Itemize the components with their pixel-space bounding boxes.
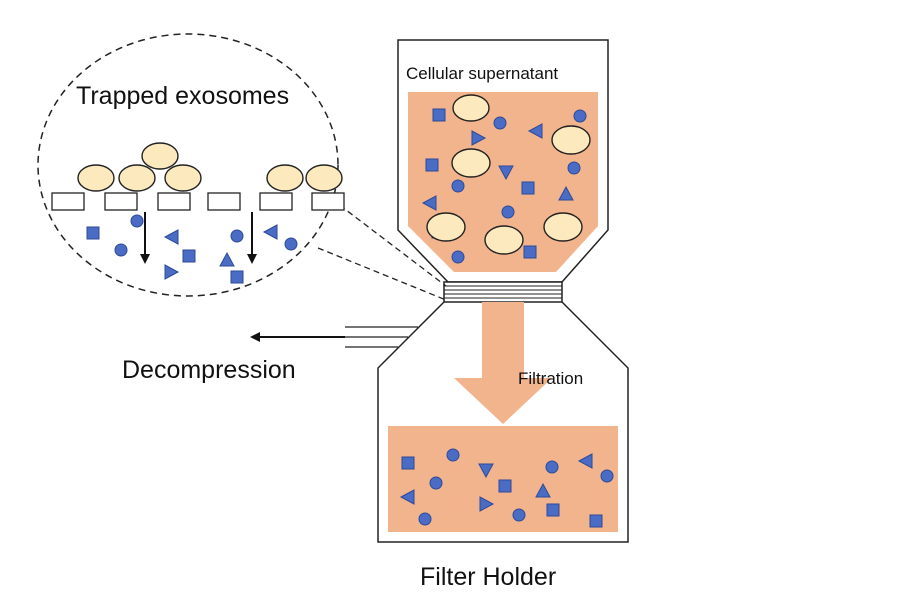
- blue-triangle-particle-icon: [471, 130, 487, 146]
- blue-triangle-particle-icon: [219, 251, 235, 267]
- blue-square-particle-icon: [425, 158, 439, 172]
- blue-square-particle-icon: [546, 503, 560, 517]
- blue-triangle-particle-icon: [577, 453, 593, 469]
- exosome-ellipse-icon: [426, 212, 466, 242]
- blue-circle-particle-icon: [501, 205, 515, 219]
- exosome-ellipse-icon: [118, 164, 156, 192]
- exosomes-layer: [77, 94, 591, 255]
- blue-circle-particle-icon: [429, 476, 443, 490]
- particles-layer: [86, 108, 614, 528]
- blue-circle-particle-icon: [600, 469, 614, 483]
- blue-circle-particle-icon: [230, 229, 244, 243]
- blue-circle-particle-icon: [451, 250, 465, 264]
- blue-square-particle-icon: [432, 108, 446, 122]
- blue-triangle-particle-icon: [421, 195, 437, 211]
- blue-square-particle-icon: [523, 245, 537, 259]
- blue-circle-particle-icon: [512, 508, 526, 522]
- blue-square-particle-icon: [401, 456, 415, 470]
- blue-triangle-particle-icon: [164, 264, 180, 280]
- blue-circle-particle-icon: [573, 109, 587, 123]
- blue-triangle-particle-icon: [527, 123, 543, 139]
- blue-triangle-particle-icon: [399, 489, 415, 505]
- decompression-label: Decompression: [122, 356, 296, 384]
- blue-triangle-particle-icon: [262, 224, 278, 240]
- blue-circle-particle-icon: [130, 214, 144, 228]
- exosome-ellipse-icon: [452, 94, 490, 122]
- blue-square-particle-icon: [498, 479, 512, 493]
- blue-square-particle-icon: [86, 226, 100, 240]
- blue-circle-particle-icon: [114, 243, 128, 257]
- exosome-ellipse-icon: [484, 225, 524, 255]
- filter-membrane: [443, 281, 563, 303]
- blue-circle-particle-icon: [418, 512, 432, 526]
- blue-square-particle-icon: [589, 514, 603, 528]
- membrane-pores: [51, 192, 345, 211]
- blue-square-particle-icon: [230, 270, 244, 284]
- trapped-exosomes-label: Trapped exosomes: [76, 82, 289, 110]
- blue-triangle-particle-icon: [479, 496, 495, 512]
- exosome-ellipse-icon: [141, 142, 179, 170]
- blue-triangle-particle-icon: [498, 165, 514, 181]
- filter-holder-label: Filter Holder: [420, 563, 556, 591]
- blue-triangle-particle-icon: [478, 463, 494, 479]
- exosome-ellipse-icon: [266, 164, 304, 192]
- blue-circle-particle-icon: [446, 448, 460, 462]
- exosome-ellipse-icon: [543, 212, 583, 242]
- blue-circle-particle-icon: [567, 161, 581, 175]
- blue-square-particle-icon: [521, 181, 535, 195]
- blue-circle-particle-icon: [493, 116, 507, 130]
- filtration-arrow-icon: [454, 302, 552, 424]
- exosome-ellipse-icon: [305, 164, 343, 192]
- blue-triangle-particle-icon: [163, 229, 179, 245]
- blue-circle-particle-icon: [284, 237, 298, 251]
- exosome-ellipse-icon: [77, 164, 115, 192]
- decompression-arrow-icon: [250, 326, 418, 348]
- blue-triangle-particle-icon: [535, 482, 551, 498]
- blue-square-particle-icon: [182, 249, 196, 263]
- exosome-ellipse-icon: [551, 125, 591, 155]
- flow-arrows: [140, 212, 257, 264]
- supernatant-label: Cellular supernatant: [406, 64, 558, 83]
- filtration-label: Filtration: [518, 369, 583, 388]
- blue-circle-particle-icon: [451, 179, 465, 193]
- blue-circle-particle-icon: [545, 460, 559, 474]
- exosome-ellipse-icon: [164, 164, 202, 192]
- blue-triangle-particle-icon: [558, 185, 574, 201]
- exosome-ellipse-icon: [451, 148, 491, 178]
